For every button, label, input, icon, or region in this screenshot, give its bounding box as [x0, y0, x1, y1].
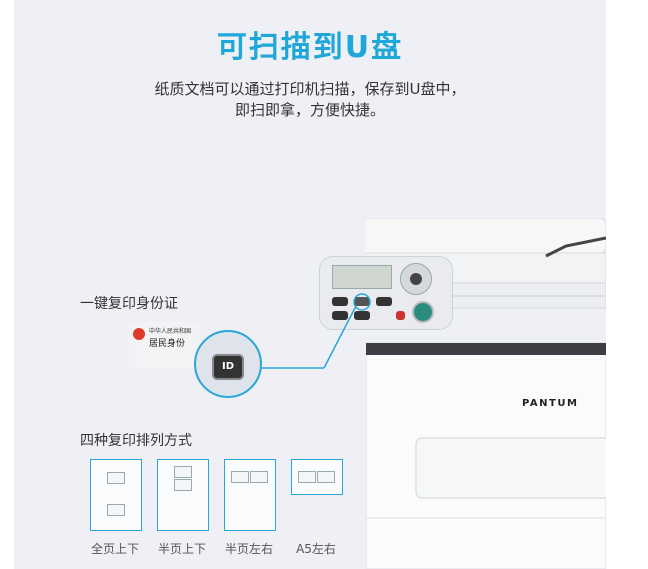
- copy-modes-label: 四种复印排列方式: [80, 433, 192, 449]
- layout-full-page-vertical: [90, 459, 142, 531]
- lcd-screen: [332, 265, 392, 289]
- id-copy-label: 一键复印身份证: [80, 296, 178, 312]
- copy-mode-label: 半页左右: [224, 542, 273, 556]
- copy-block: [231, 471, 249, 483]
- id-card-image: 中华人民共和国 居民身份: [129, 322, 199, 368]
- menu-button[interactable]: [332, 311, 348, 320]
- brand-logo: PANTUM: [522, 398, 579, 409]
- nav-dial[interactable]: [400, 263, 432, 295]
- copy-button[interactable]: [332, 297, 348, 306]
- copy-mode-label: A5左右: [296, 542, 336, 556]
- copy-block: [317, 471, 335, 483]
- copy-block: [174, 479, 192, 491]
- id-card-header: 中华人民共和国: [149, 328, 192, 335]
- ok-button[interactable]: [410, 273, 422, 285]
- id-button-zoom: ID: [194, 330, 262, 398]
- copy-block: [250, 471, 268, 483]
- id-button[interactable]: ID: [212, 354, 244, 380]
- copy-block: [174, 466, 192, 478]
- national-emblem-icon: [133, 328, 145, 340]
- id-card-title: 居民身份: [149, 339, 186, 349]
- wifi-button[interactable]: [354, 311, 370, 320]
- copy-mode-label: 全页上下: [90, 542, 139, 556]
- promo-panel: 可扫描到U盘 纸质文档可以通过打印机扫描，保存到U盘中， 即扫即拿，方便快捷。 …: [14, 0, 606, 569]
- copy-block: [107, 472, 125, 484]
- scan-button[interactable]: [376, 297, 392, 306]
- copy-block: [107, 504, 125, 516]
- copy-mode-label: 半页上下: [157, 542, 206, 556]
- layout-half-page-horizontal: [224, 459, 276, 531]
- control-panel: [319, 256, 453, 330]
- callout-lines: [260, 293, 371, 369]
- id-copy-button[interactable]: [354, 297, 370, 306]
- layout-half-page-vertical: [157, 459, 209, 531]
- subtitle-line-2: 即扫即拿，方便快捷。: [234, 101, 385, 119]
- subtitle-line-1: 纸质文档可以通过打印机扫描，保存到U盘中，: [154, 80, 466, 98]
- copy-block: [298, 471, 316, 483]
- headline: 可扫描到U盘: [216, 30, 404, 65]
- stop-button[interactable]: [396, 311, 405, 320]
- start-button[interactable]: [412, 301, 434, 323]
- layout-a5-horizontal: [291, 459, 343, 495]
